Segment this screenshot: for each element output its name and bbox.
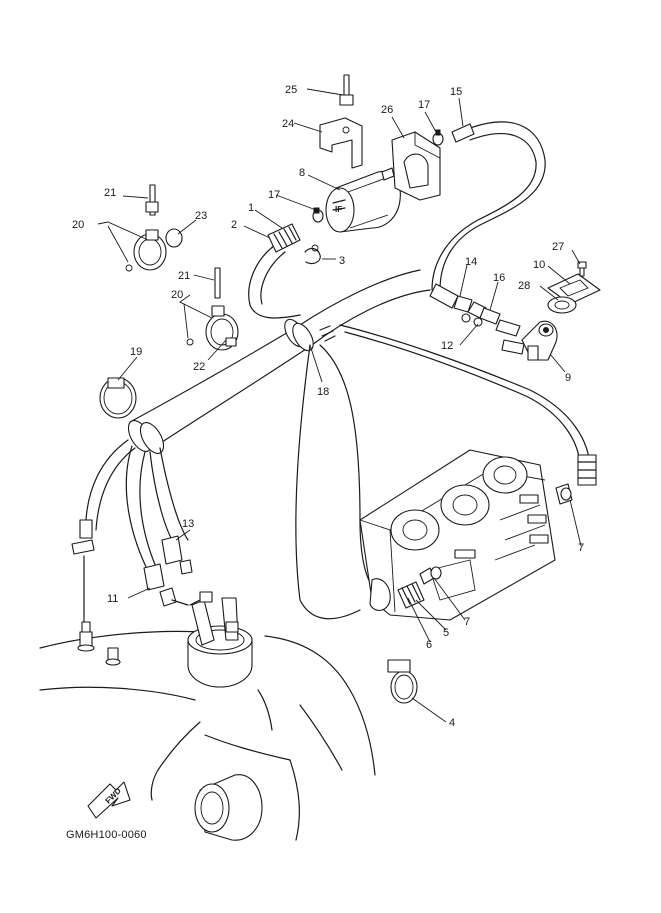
vent-hose	[431, 121, 546, 291]
callout-26: 26	[381, 104, 393, 116]
filter-bracket	[319, 117, 363, 169]
callout-6: 6	[426, 639, 432, 651]
fuel-pump-unit	[187, 591, 253, 688]
carburetor-block	[359, 449, 556, 621]
callout-5: 5	[443, 627, 449, 639]
clamp-17b	[312, 207, 324, 223]
callout-20a: 20	[72, 219, 84, 231]
callout-labels: 25 24 26 17 15 8 17 1 2 3 21 20 23 21 20…	[72, 84, 584, 729]
carb-fittings	[397, 483, 573, 609]
callout-7b: 7	[578, 542, 584, 554]
callout-9: 9	[565, 372, 571, 384]
clamp-17a	[432, 129, 444, 146]
callout-2: 2	[231, 219, 237, 231]
filler-neck	[194, 774, 263, 841]
clamp-assembly-upper	[125, 184, 183, 272]
callout-20b: 20	[171, 289, 183, 301]
return-hose	[339, 324, 597, 486]
callout-11: 11	[107, 593, 118, 605]
callout-24: 24	[282, 118, 294, 130]
callout-28: 28	[518, 280, 530, 292]
callout-13: 13	[182, 518, 194, 530]
clip-3	[304, 244, 321, 265]
callout-27: 27	[552, 241, 564, 253]
hose-joint-13	[161, 535, 193, 575]
callout-21b: 21	[178, 270, 190, 282]
tank-fittings	[77, 621, 121, 666]
callout-21a: 21	[104, 187, 116, 199]
vent-line-left	[71, 519, 95, 623]
callout-1: 1	[248, 202, 254, 214]
callout-3: 3	[339, 255, 345, 267]
callout-17b: 17	[268, 189, 280, 201]
diagram-code: GM6H100-0060	[66, 829, 147, 841]
callout-19: 19	[130, 346, 142, 358]
leader-lines	[97, 88, 582, 723]
filter-holder	[391, 131, 441, 201]
hose-joint-11	[143, 563, 201, 607]
callout-17a: 17	[418, 99, 430, 111]
callout-25: 25	[285, 84, 297, 96]
callout-4: 4	[449, 717, 455, 729]
hose-clamp-19	[99, 377, 137, 419]
callout-7a: 7	[464, 616, 470, 628]
callout-16: 16	[493, 272, 505, 284]
callout-8: 8	[299, 167, 305, 179]
fuel-cock-assembly	[429, 261, 601, 361]
callout-12: 12	[441, 340, 453, 352]
forward-arrow-icon	[87, 781, 131, 819]
main-hose	[127, 269, 431, 454]
callout-10: 10	[533, 259, 545, 271]
fuel-filter: IF	[325, 167, 401, 233]
hose-clamp-4	[387, 659, 418, 704]
callout-14: 14	[465, 256, 477, 268]
callout-15: 15	[450, 86, 462, 98]
filter-hose	[248, 223, 301, 319]
callout-22: 22	[193, 361, 205, 373]
bolt-25	[339, 74, 354, 106]
callout-23: 23	[195, 210, 207, 222]
svg-text:IF: IF	[335, 205, 342, 214]
callout-18: 18	[317, 386, 329, 398]
